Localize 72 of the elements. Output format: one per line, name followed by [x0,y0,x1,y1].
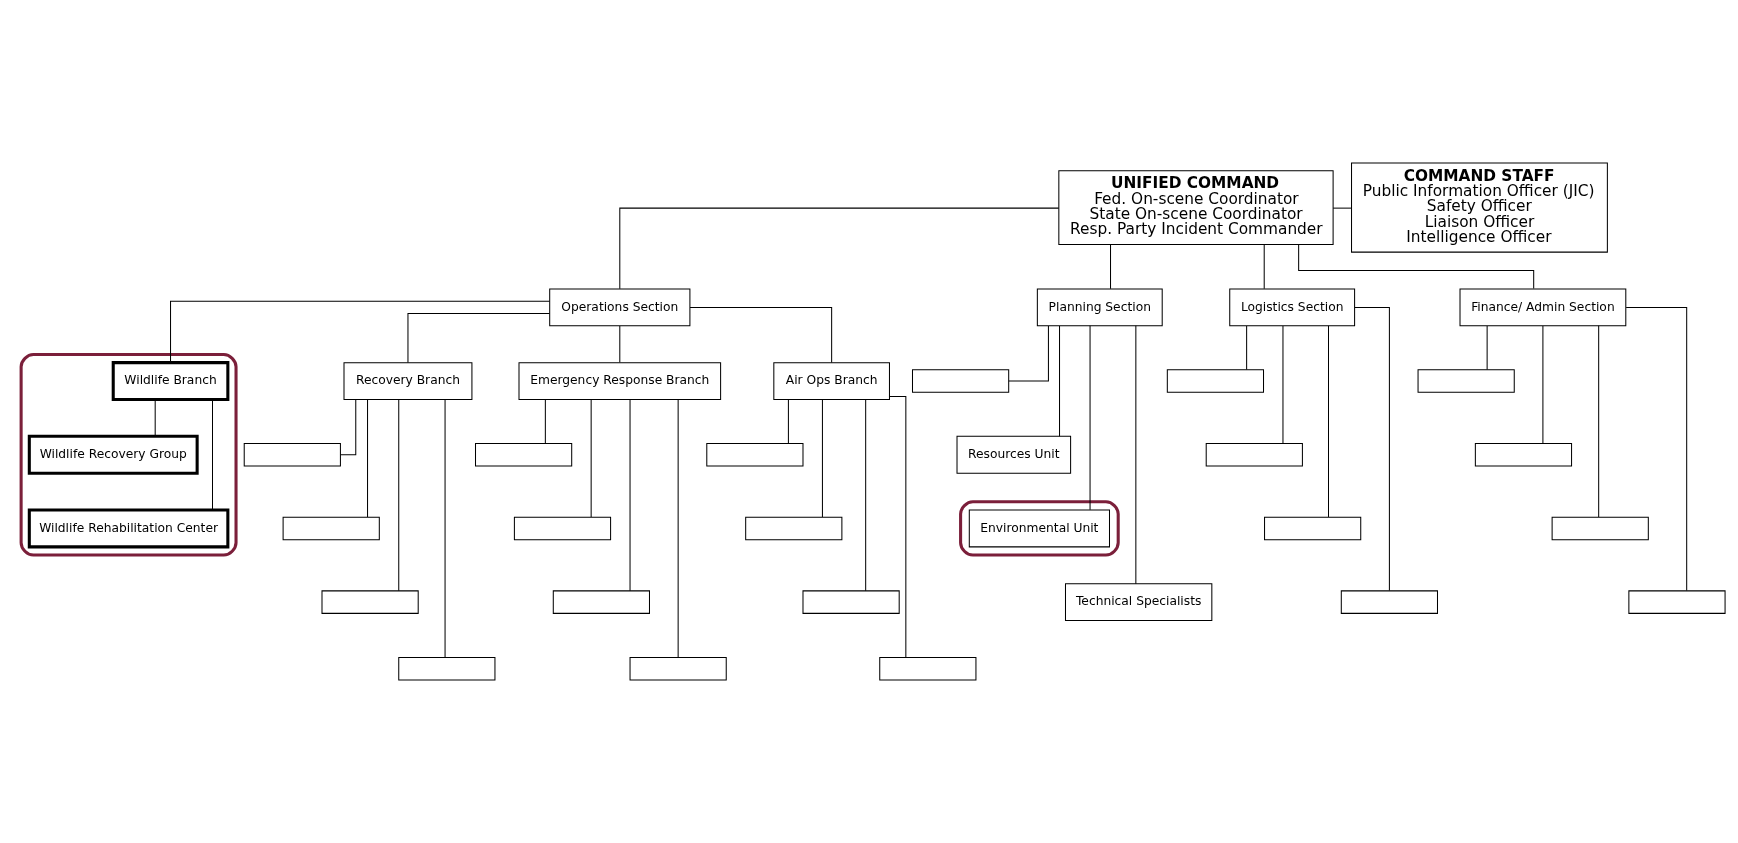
node-box [1551,516,1649,541]
node-box [879,656,977,681]
node-box: Wildlife Rehabilitation Center [27,508,230,549]
connector [629,399,631,592]
node-box [1417,369,1515,393]
connector [889,395,907,658]
connector [407,313,551,364]
connector [1486,325,1488,370]
cluster [19,352,238,557]
connector [677,399,679,658]
node-box: Environmental Unit [968,509,1110,548]
connector [154,399,156,437]
node-box: COMMAND STAFF Public Information Officer (JIC) Safety Officer Liaison Officer Intelligence Officer [1351,162,1608,253]
connector [1282,325,1284,444]
connector [689,306,833,363]
connector [619,325,621,363]
node-box [745,516,843,541]
node-box [706,443,804,467]
node-box: Emergency Response Branch [518,362,722,400]
node-box [1474,443,1573,467]
node-box [282,516,380,541]
connector [590,399,592,518]
node-box [1166,369,1265,393]
node-box: Wildlife Recovery Group [27,434,199,475]
cluster [959,500,1120,557]
node-box [1205,443,1303,467]
node-box [398,656,496,681]
node-box [513,516,612,541]
node-box [1628,590,1726,614]
connector [367,399,369,518]
connector [340,399,357,456]
node-box: Technical Specialists [1065,583,1213,622]
connector [1110,243,1112,290]
connector [1354,306,1390,592]
node-box: Recovery Branch [343,362,473,400]
connector [1332,207,1352,209]
connector [1328,325,1329,518]
node-box: Resources Unit [956,435,1072,474]
node-box [321,590,419,614]
connector [1059,325,1061,437]
node-box [1340,590,1438,614]
connector [1625,306,1688,592]
node-box: UNIFIED COMMAND Fed. On-scene Coordinator State On-scene Coordinator Resp. Party Incident Commander [1058,170,1334,245]
connector [170,300,551,364]
connector [1008,325,1049,382]
node-box: Logistics Section [1229,288,1356,327]
node-box: Wildlife Branch [111,361,230,402]
connector [1246,325,1248,370]
connector [1263,243,1265,290]
node-box: Air Ops Branch [773,362,890,400]
node-box [629,656,727,681]
connector [1089,325,1091,511]
node-box [552,590,650,614]
connector [1542,325,1544,444]
connector [212,399,213,511]
connector [821,399,823,518]
connector [1135,325,1137,585]
node-box [802,590,900,614]
connector [1598,325,1600,518]
connector [544,399,546,444]
node-box: Finance/ Admin Section [1459,288,1627,327]
connector [398,399,400,592]
node-box [912,369,1010,393]
connector [787,399,789,444]
connector [865,399,867,592]
node-box: Operations Section [549,288,691,327]
node-box [1264,516,1362,541]
node-box [475,443,573,467]
connector [444,399,446,658]
node-box [243,443,341,467]
connector [619,207,1060,290]
node-box: Planning Section [1036,288,1163,327]
